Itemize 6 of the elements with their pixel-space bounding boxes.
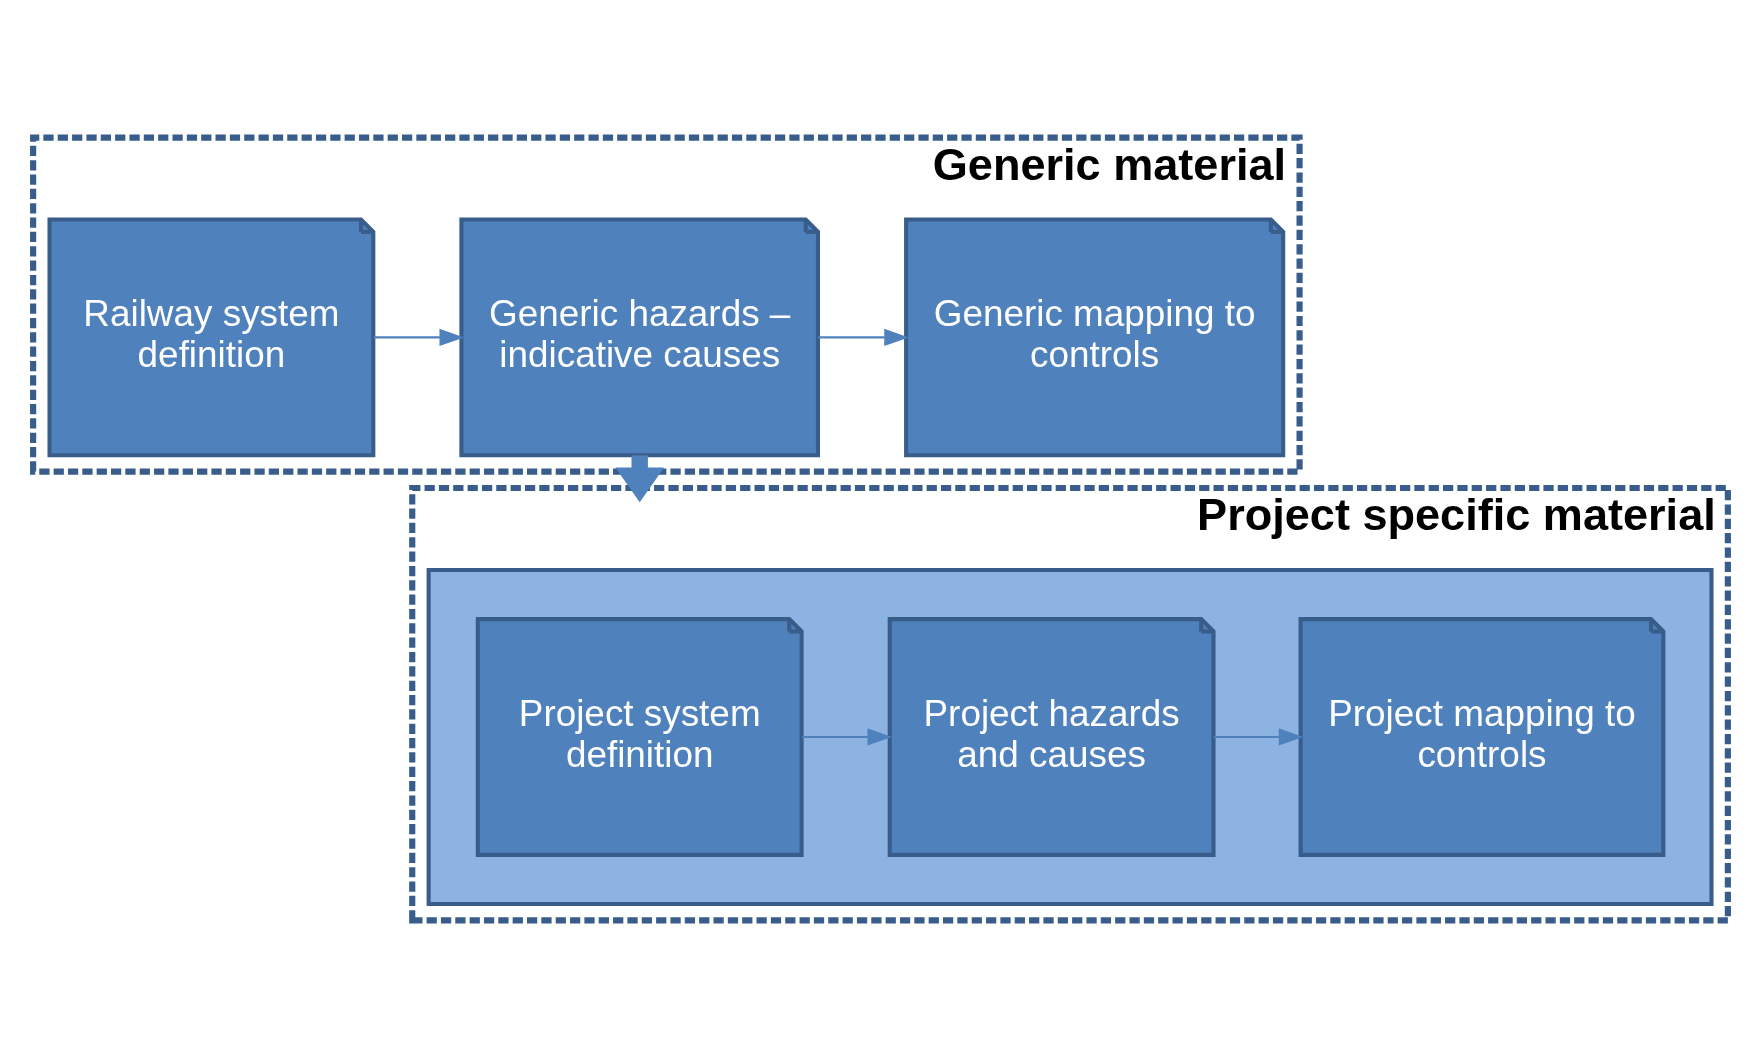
arrow — [802, 728, 893, 746]
arrow — [615, 455, 665, 503]
cluster — [426, 567, 1714, 907]
arrow — [1213, 728, 1304, 746]
arrow — [818, 328, 909, 346]
arrow — [373, 328, 465, 346]
